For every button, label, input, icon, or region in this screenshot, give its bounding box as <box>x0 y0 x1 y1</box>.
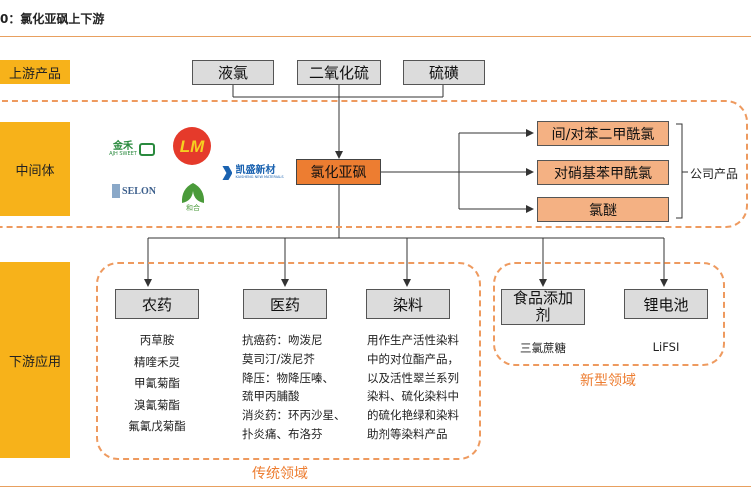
bottom-divider <box>0 486 751 487</box>
selon-logo: SELON <box>104 180 164 202</box>
list-item: 助剂等染料产品 <box>367 426 448 441</box>
list-item: 抗癌药：吻泼尼 <box>242 333 323 347</box>
category-box-food-additive: 食品添加剂 <box>501 289 585 325</box>
diagram-title: 0：氯化亚砜上下游 <box>0 12 105 26</box>
lm-logo: LM <box>172 126 212 166</box>
list-item: 扑炎痛、布洛芬 <box>242 426 323 441</box>
upstream-box-liquid-chlorine: 液氯 <box>192 60 274 85</box>
category-box-lithium-battery: 锂电池 <box>624 289 708 319</box>
list-item: 的硫化艳绿和染料 <box>367 408 459 423</box>
company-product-nitrobenzoyl: 对硝基苯甲酰氯 <box>537 160 669 185</box>
list-item: 用作生产活性染料 <box>367 333 459 347</box>
section-label-upstream: 上游产品 <box>0 60 70 84</box>
company-product-chloroether: 氯醚 <box>537 197 669 222</box>
category-box-dye: 染料 <box>366 289 450 319</box>
lithium-battery-item: LiFSI <box>652 340 680 354</box>
list-item: 莫司汀/泼尼芥 <box>242 351 315 366</box>
pesticide-list: 丙草胺 精喹禾灵 甲氰菊酯 溴氰菊酯 氟氰戊菊酯 <box>115 330 199 438</box>
list-item: 中的对位酯产品， <box>367 351 459 366</box>
top-divider <box>0 36 751 37</box>
company-product-terephthaloyl: 间/对苯二甲酰氯 <box>537 121 669 146</box>
traditional-field-label: 传统领域 <box>252 466 308 482</box>
company-products-label: 公司产品 <box>690 167 739 181</box>
svg-text:LM: LM <box>180 137 205 156</box>
list-item: 降压：物降压嗪、 <box>242 370 334 385</box>
leaf-icon <box>181 182 205 203</box>
list-item: 氟氰戊菊酯 <box>128 419 186 433</box>
list-item: 丙草胺 <box>139 333 175 347</box>
core-product-box: 氯化亚砜 <box>296 159 381 185</box>
dye-list: 用作生产活性染料 中的对位酯产品， 以及活性翠兰系列 染料、硫化染料中 的硫化艳… <box>367 331 459 444</box>
list-item: 染料、硫化染料中 <box>367 389 459 404</box>
category-box-medicine: 医药 <box>243 289 327 319</box>
traditional-field-region <box>96 262 481 460</box>
midstream-region <box>0 100 748 228</box>
list-item: 甲氰菊酯 <box>134 376 180 390</box>
list-item: 巯甲丙脯酸 <box>242 389 300 404</box>
upstream-box-sulfur-dioxide: 二氧化硫 <box>297 60 381 85</box>
jinhe-logo: 金禾 AJH SWEET <box>104 137 160 161</box>
category-box-pesticide: 农药 <box>115 289 199 319</box>
heyi-logo: 和合 <box>172 176 214 216</box>
section-label-downstream: 下游应用 <box>0 262 70 458</box>
medicine-list: 抗癌药：吻泼尼 莫司汀/泼尼芥 降压：物降压嗪、 巯甲丙脯酸 消炎药：环丙沙星、… <box>242 331 346 444</box>
new-field-region <box>493 262 725 366</box>
list-item: 消炎药：环丙沙星、 <box>242 408 346 423</box>
list-item: 精喹禾灵 <box>134 354 180 369</box>
list-item: 溴氰菊酯 <box>134 397 180 412</box>
kaisheng-logo: 凯盛新材 KAISHENG NEW MATERIALS <box>221 162 285 184</box>
upstream-box-sulfur: 硫磺 <box>403 60 485 85</box>
new-field-label: 新型领域 <box>580 373 636 389</box>
section-label-midstream: 中间体 <box>0 122 70 216</box>
food-additive-item: 三氯蔗糖 <box>520 341 566 355</box>
list-item: 以及活性翠兰系列 <box>367 370 459 385</box>
